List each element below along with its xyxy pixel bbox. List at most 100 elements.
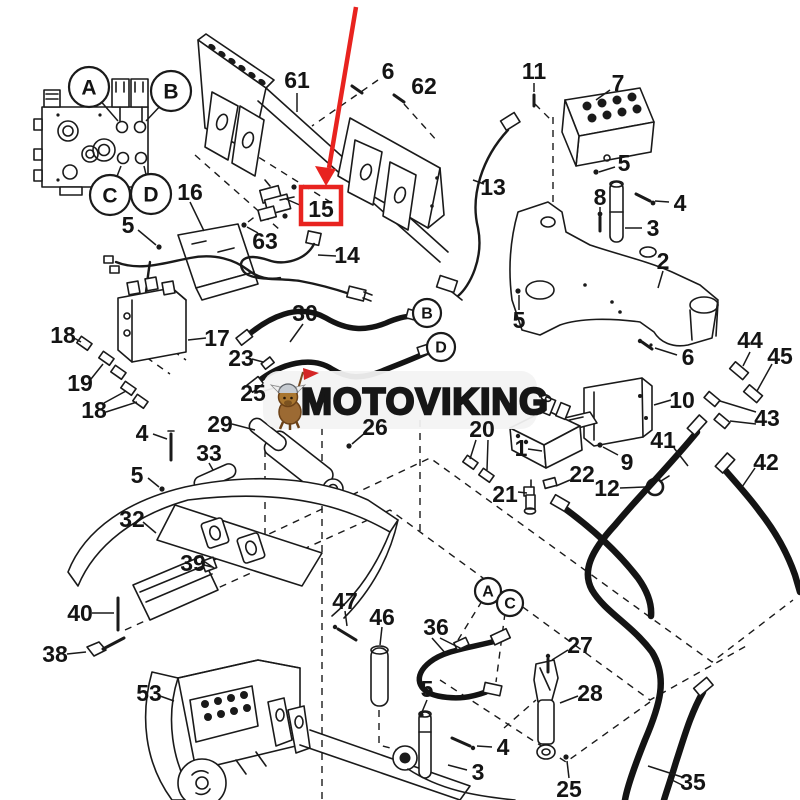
frame-32 (67, 477, 399, 657)
ref-letter-circle-A (67, 65, 111, 109)
hose-42 (721, 466, 800, 596)
ref-letter-circle-B (411, 297, 443, 329)
part-callout-29-24: 29 (207, 411, 233, 437)
hose-41 (584, 428, 701, 800)
highlight-box (298, 184, 344, 227)
part-callout-19-19: 19 (67, 370, 93, 396)
highlight (298, 6, 359, 227)
part-callout-46-48: 46 (369, 604, 395, 630)
watermark-badge (263, 371, 537, 429)
part-callout-40-44: 40 (67, 600, 93, 626)
support-bracket-2 (509, 169, 719, 347)
ref-letter-C-64: C (504, 596, 516, 613)
part-callout-10-35: 10 (669, 387, 695, 413)
harness-14 (239, 230, 373, 302)
part-callout-32-29: 32 (119, 506, 145, 532)
part-callout-5-11: 5 (513, 307, 526, 333)
part-callout-61-0: 61 (284, 67, 310, 93)
ref-letter-D-60: D (143, 184, 158, 207)
part-callout-3-9: 3 (647, 215, 660, 241)
part-callout-5-28: 5 (131, 462, 144, 488)
part-callout-5-13: 5 (122, 212, 135, 238)
part-callout-5-51: 5 (421, 676, 434, 702)
part-callout-28-52: 28 (577, 680, 603, 706)
part-callout-43-40: 43 (754, 405, 780, 431)
part-callout-11-3: 11 (522, 58, 547, 84)
leader-lines (66, 83, 773, 787)
part-callout-2-10: 2 (657, 248, 670, 274)
cable-13 (435, 111, 521, 301)
part-callout-36-49: 36 (423, 614, 449, 640)
part-callout-33-27: 33 (196, 440, 222, 466)
mount-plate-62 (337, 117, 445, 231)
ref-letter-A-63: A (482, 584, 494, 601)
part-callout-62-2: 62 (411, 73, 437, 99)
ref-letter-D-62: D (435, 340, 447, 357)
part-callout-5-6: 5 (618, 150, 631, 176)
part-callout-63-15: 63 (252, 228, 278, 254)
part-callout-4-26: 4 (136, 420, 149, 446)
part-callout-42-41: 42 (753, 449, 779, 475)
part-callout-4-53: 4 (497, 734, 510, 760)
part-callout-6-1: 6 (382, 58, 395, 84)
part-callout-25-22: 25 (240, 380, 266, 406)
part-callout-27-50: 27 (567, 632, 593, 658)
part-callout-17-18: 17 (204, 325, 230, 351)
part-callout-47-47: 47 (332, 588, 358, 614)
part-callout-8-7: 8 (594, 184, 607, 210)
valve-17-assembly (75, 255, 282, 410)
hydraulic-fittings-43-44-45 (649, 343, 764, 430)
frame-53 (144, 659, 471, 800)
part-callout-15-14: 15 (308, 196, 334, 222)
sensor-15-assembly (241, 179, 297, 228)
part-callout-45-39: 45 (767, 343, 793, 369)
ref-letter-circle-A (473, 576, 503, 606)
hose-valve-feed (556, 501, 655, 620)
part-callout-53-46: 53 (136, 680, 162, 706)
part-callout-20-30: 20 (469, 416, 495, 442)
part-callout-25-55: 25 (556, 776, 582, 800)
part-callout-41-37: 41 (650, 427, 676, 453)
ref-letter-circle-D (129, 172, 173, 216)
part-callout-30-23: 30 (292, 300, 318, 326)
hydraulic-hoses (549, 414, 800, 800)
part-callout-14-16: 14 (334, 242, 360, 268)
viking-dog-logo (269, 368, 319, 430)
ref-letter-B-58: B (163, 81, 178, 104)
part-callout-12-33: 12 (594, 475, 620, 501)
part-callout-44-38: 44 (737, 327, 763, 353)
ref-letter-C-59: C (102, 185, 117, 208)
ref-letter-A-57: A (81, 77, 96, 100)
ref-letter-circle-D (425, 331, 457, 363)
part-callout-13-5: 13 (480, 174, 506, 200)
mount-plate-61 (197, 33, 449, 263)
part-callout-23-21: 23 (228, 345, 254, 371)
part-callout-6-36: 6 (682, 344, 695, 370)
part-callout-18-17: 18 (50, 322, 76, 348)
part-callout-3-54: 3 (472, 759, 485, 785)
part-callout-16-12: 16 (177, 179, 203, 205)
watermark-text: MOTOVIKING (301, 381, 549, 422)
part-callout-18-20: 18 (81, 397, 107, 423)
highlight-arrowhead (315, 166, 336, 186)
part-callout-1-42: 1 (515, 435, 528, 461)
ref-letter-circle-C (495, 588, 525, 618)
part-callout-35-56: 35 (680, 769, 706, 795)
part-callout-39-43: 39 (180, 550, 206, 576)
highlight-arrow (326, 6, 359, 169)
ref-letter-circle-B (149, 69, 193, 113)
part-callout-21-31: 21 (492, 481, 518, 507)
part-callout-38-45: 38 (42, 641, 68, 667)
hose-35 (660, 688, 707, 800)
part-callout-4-8: 4 (674, 190, 687, 216)
part-callout-22-32: 22 (569, 461, 595, 487)
part-callout-7-4: 7 (612, 70, 625, 96)
center-valve-block (461, 393, 583, 515)
bottom-hardware (332, 624, 569, 800)
part-callout-9-34: 9 (621, 449, 634, 475)
watermark: MOTOVIKING (263, 368, 549, 430)
connector-block-7 (561, 87, 655, 167)
